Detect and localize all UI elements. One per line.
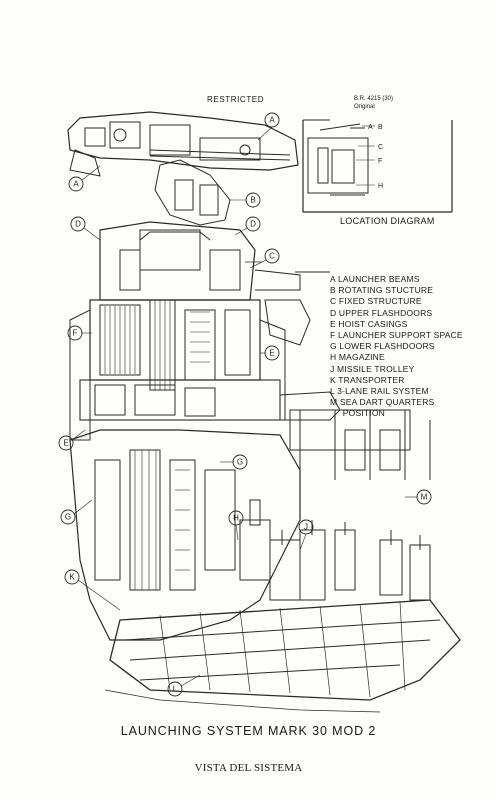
location-diagram-title: LOCATION DIAGRAM	[340, 216, 435, 226]
loc-label-h: H	[378, 183, 383, 190]
loc-label-f: F	[378, 158, 382, 165]
callout-e-right: E	[269, 349, 274, 358]
callout-h: H	[233, 514, 239, 523]
callout-leaders	[71, 126, 418, 687]
legend-item-j: J MISSILE TROLLEY	[330, 363, 415, 374]
callout-g-right: G	[237, 458, 243, 467]
legend-item-l: L 3-LANE RAIL SYSTEM	[330, 386, 429, 397]
launcher-beams-sketch	[67, 111, 299, 226]
location-diagram-letters: A B C F H	[368, 124, 383, 190]
callout-e-left: E	[63, 439, 68, 448]
legend-item-b: B ROTATING STUCTURE	[330, 285, 434, 296]
callout-a-left: A	[73, 180, 79, 189]
legend-item-d: D UPPER FLASHDOORS	[330, 307, 433, 318]
callout-c: C	[269, 252, 275, 261]
legend: A LAUNCHER BEAMS B ROTATING STUCTURE C F…	[330, 274, 463, 420]
callout-j: J	[304, 523, 308, 532]
figure-subcaption: VISTA DEL SISTEMA	[194, 762, 303, 774]
loc-label-c: C	[378, 144, 383, 151]
legend-item-c: C FIXED STRUCTURE	[330, 296, 422, 307]
callout-l: L	[173, 685, 178, 694]
legend-item-f: F LAUNCHER SUPPORT SPACE	[330, 330, 463, 341]
legend-item-e: E HOIST CASINGS	[330, 318, 408, 329]
rail-system-deck	[104, 599, 461, 713]
location-diagram	[302, 119, 453, 213]
callout-d-left: D	[75, 220, 81, 229]
callout-m: M	[421, 493, 428, 502]
location-diagram-ref: B.R. 4215 (30)	[354, 96, 394, 102]
legend-item-h: H MAGAZINE	[330, 352, 385, 363]
loc-label-a: A	[368, 124, 373, 131]
restricted-label: RESTRICTED	[207, 95, 265, 104]
callout-a-top: A	[269, 116, 275, 125]
callout-f: F	[73, 329, 78, 338]
legend-item-g: G LOWER FLASHDOORS	[330, 341, 435, 352]
hoist-casing-column	[69, 299, 286, 441]
figure-caption: LAUNCHING SYSTEM MARK 30 MOD 2	[120, 724, 377, 738]
legend-item-a: A LAUNCHER BEAMS	[330, 274, 420, 284]
callout-g-left: G	[65, 513, 71, 522]
legend-item-k: K TRANSPORTER	[330, 374, 405, 385]
callout-d-right: D	[250, 220, 256, 229]
callout-b: B	[250, 196, 255, 205]
flashdoor-deck-sketch	[79, 379, 431, 480]
legend-item-m: M SEA DART QUARTERS	[330, 397, 435, 408]
legend-item-m-cont: POSITION	[330, 408, 386, 419]
location-diagram-ref-original: Original	[354, 104, 375, 110]
lower-structure-sketch	[69, 429, 301, 641]
loc-label-b: B	[378, 124, 383, 131]
callout-letters: A A B D D C F E E G G H J K L M	[63, 116, 427, 694]
callout-k: K	[69, 573, 75, 582]
